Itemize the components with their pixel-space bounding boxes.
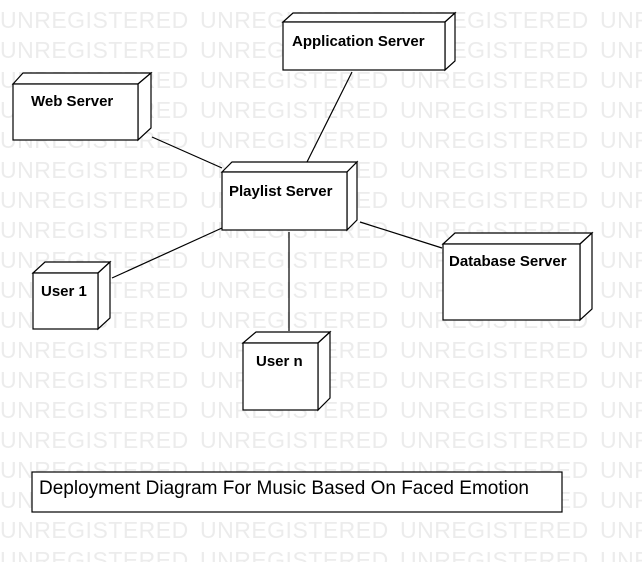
link-application-playlist	[306, 71, 353, 163]
link-playlist-user1	[111, 227, 223, 279]
watermark-text: UNREGISTERED	[200, 127, 389, 153]
watermark-text: UNREGISTERED	[200, 277, 389, 303]
watermark-text: UNREGISTERED	[600, 337, 642, 363]
node-top-face	[281, 12, 457, 23]
watermark-text: UNREGISTERED	[200, 427, 389, 453]
node-playlist-server[interactable]: Playlist Server	[220, 160, 359, 232]
watermark-text: UNREGISTERED	[0, 187, 189, 213]
node-top-face	[220, 161, 359, 173]
watermark-text: UNREGISTERED	[200, 307, 389, 333]
node-label: Database Server	[449, 253, 567, 270]
watermark-text: UNREGISTERED	[400, 127, 589, 153]
node-top-face	[31, 261, 112, 274]
watermark-text: UNREGISTERED	[600, 547, 642, 562]
node-front-face	[442, 243, 581, 321]
node-front-face	[242, 342, 319, 411]
watermark-text: UNREGISTERED	[600, 217, 642, 243]
node-label: Playlist Server	[229, 183, 333, 200]
watermark-text: UNREGISTERED	[600, 187, 642, 213]
link-playlist-database	[359, 221, 443, 249]
watermark-text: UNREGISTERED	[200, 517, 389, 543]
diagram-caption: Deployment Diagram For Music Based On Fa…	[31, 471, 563, 513]
node-side-face	[444, 11, 456, 72]
node-label: User 1	[41, 283, 87, 300]
watermark-text: UNREGISTERED	[600, 487, 642, 513]
watermark-text: UNREGISTERED	[600, 97, 642, 123]
node-application-server[interactable]: Application Server	[281, 11, 457, 72]
watermark-text: UNREGISTERED	[0, 37, 189, 63]
watermark-text: UNREGISTERED	[0, 397, 189, 423]
watermark-text: UNREGISTERED	[400, 97, 589, 123]
watermark-text: UNREGISTERED	[0, 337, 189, 363]
watermark-text: UNREGISTERED	[400, 337, 589, 363]
watermark-text: UNREGISTERED	[600, 67, 642, 93]
caption-box	[31, 471, 563, 513]
watermark-text: UNREGISTERED	[600, 397, 642, 423]
node-side-face	[97, 260, 111, 331]
node-front-face	[282, 21, 446, 71]
watermark-text: UNREGISTERED	[400, 187, 589, 213]
watermark-text: UNREGISTERED	[0, 157, 189, 183]
node-database-server[interactable]: Database Server	[441, 231, 594, 322]
watermark-text: UNREGISTERED	[400, 67, 589, 93]
watermark-text: UNREGISTERED	[600, 127, 642, 153]
node-user-1[interactable]: User 1	[31, 260, 112, 331]
node-label: Web Server	[31, 93, 113, 110]
watermark-text: UNREGISTERED	[600, 457, 642, 483]
node-user-n[interactable]: User n	[241, 330, 332, 412]
node-label: Application Server	[292, 33, 425, 50]
watermark-text: UNREGISTERED	[600, 247, 642, 273]
node-side-face	[317, 330, 331, 412]
link-web-playlist	[151, 136, 223, 169]
watermark-text: UNREGISTERED	[0, 547, 189, 562]
watermark-text: UNREGISTERED	[0, 367, 189, 393]
node-label: User n	[256, 353, 303, 370]
node-front-face	[32, 272, 99, 330]
node-top-face	[441, 232, 594, 245]
watermark-text: UNREGISTERED	[600, 427, 642, 453]
watermark-text: UNREGISTERED	[600, 517, 642, 543]
node-web-server[interactable]: Web Server	[11, 71, 153, 142]
watermark-text: UNREGISTERED	[200, 247, 389, 273]
node-front-face	[12, 83, 139, 141]
node-side-face	[579, 231, 593, 322]
node-top-face	[11, 72, 153, 85]
node-front-face	[221, 171, 348, 231]
node-side-face	[137, 71, 152, 142]
watermark-text: UNREGISTERED	[600, 157, 642, 183]
caption-text: Deployment Diagram For Music Based On Fa…	[39, 478, 529, 499]
watermark-text: UNREGISTERED	[600, 307, 642, 333]
watermark-text: UNREGISTERED	[600, 367, 642, 393]
node-side-face	[346, 160, 358, 232]
node-top-face	[241, 331, 332, 344]
watermark-text: UNREGISTERED	[400, 517, 589, 543]
watermark-text: UNREGISTERED	[0, 517, 189, 543]
connections	[111, 71, 443, 331]
watermark-text: UNREGISTERED	[0, 7, 189, 33]
watermark-text: UNREGISTERED	[600, 37, 642, 63]
watermark-text: UNREGISTERED	[0, 427, 189, 453]
watermark-text: UNREGISTERED	[400, 367, 589, 393]
watermark-text: UNREGISTERED	[400, 397, 589, 423]
watermark-text: UNREGISTERED	[200, 97, 389, 123]
watermark-text: UNREGISTERED	[0, 217, 189, 243]
watermark-text: UNREGISTERED	[600, 277, 642, 303]
watermark-text: UNREGISTERED	[400, 427, 589, 453]
watermark-text: UNREGISTERED	[600, 7, 642, 33]
watermark-text: UNREGISTERED	[200, 67, 389, 93]
watermark-text: UNREGISTERED	[400, 547, 589, 562]
watermark-text: UNREGISTERED	[200, 547, 389, 562]
watermark-text: UNREGISTERED	[400, 157, 589, 183]
